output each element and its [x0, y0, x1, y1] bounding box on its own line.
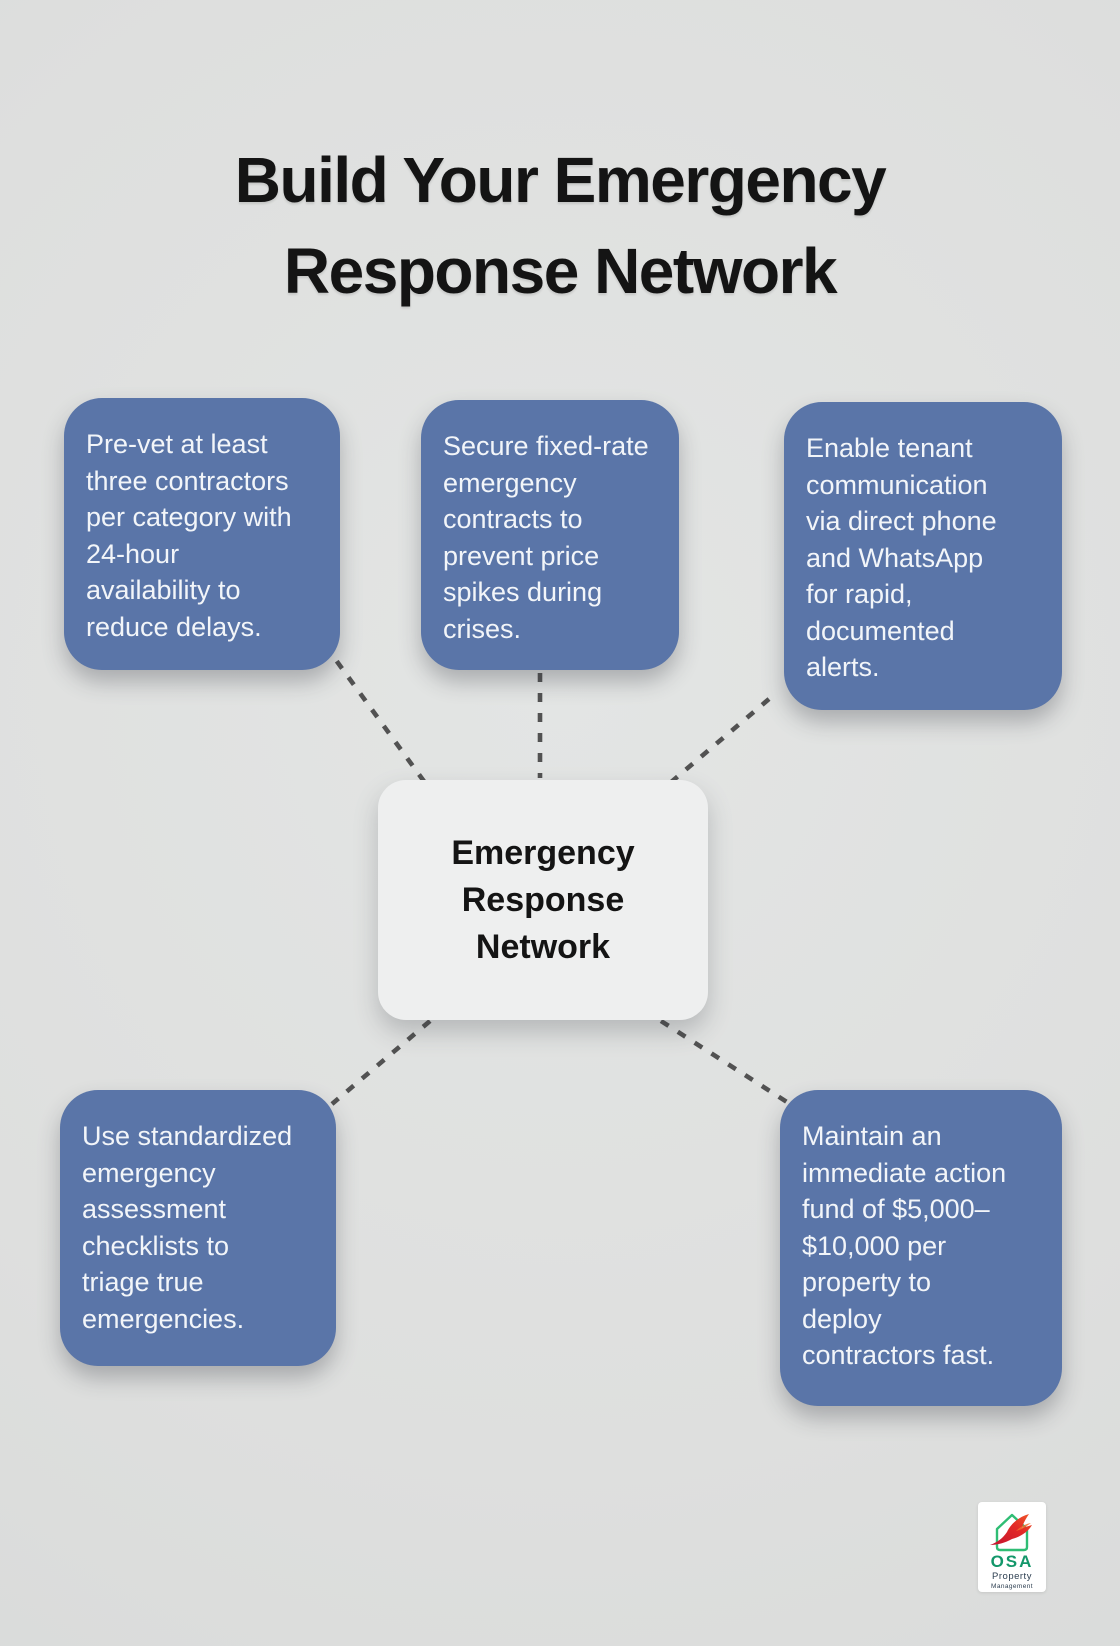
brand-logo: OSA Property Management	[978, 1502, 1046, 1592]
logo-house-outline	[995, 1513, 1029, 1552]
logo-bird-shape	[990, 1514, 1032, 1545]
connector-action-fund	[659, 1019, 792, 1106]
connector-pre-vet	[323, 643, 433, 793]
connector-tenant-comm	[661, 697, 771, 791]
logo-house-bird-icon	[990, 1513, 1032, 1552]
connector-checklists	[330, 1019, 432, 1106]
logo-property-text: Property	[992, 1571, 1032, 1582]
logo-management-text: Management	[991, 1583, 1033, 1590]
logo-brand-text: OSA	[990, 1552, 1034, 1571]
